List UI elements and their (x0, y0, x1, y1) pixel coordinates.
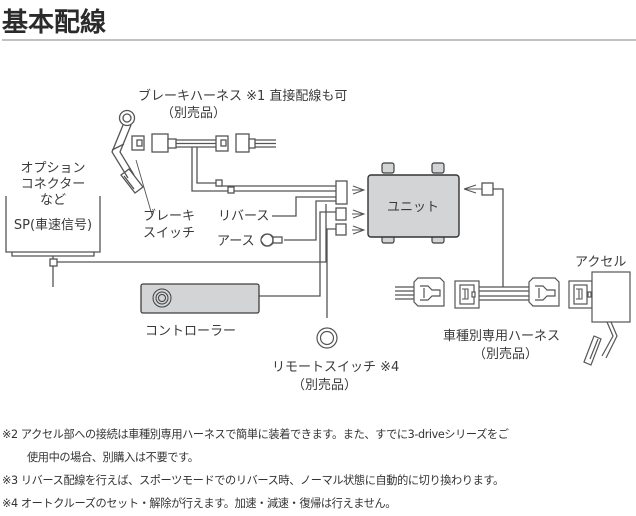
brake-harness-icon (151, 133, 276, 153)
title-divider (2, 39, 636, 41)
footnote-mark: ※3 (2, 474, 18, 487)
brake-harness-label: ブレーキハーネス ※1 直接配線も可 (138, 88, 347, 104)
remote-switch-label: リモートスイッチ ※4 (272, 360, 399, 375)
vehicle-harness-sub-label: （別売品） (473, 346, 538, 362)
brake-switch-connector (131, 135, 145, 151)
controller-connector (335, 207, 347, 221)
option-connector-label-1: オプション (20, 161, 85, 176)
vehicle-harness-label: 車種別専用ハーネス (443, 328, 560, 344)
page-title: 基本配線 (2, 8, 107, 38)
controller-label: コントローラー (145, 324, 236, 339)
footnote-text: オートクルーズのセット・解除が行えます。加速・減速・復帰は行えません。 (20, 497, 397, 510)
main-input-connector (335, 180, 348, 205)
footnote-2: ※2 アクセル部への接続は車種別専用ハーネスで簡単に装着できます。また、すでに3… (2, 423, 636, 446)
reverse-label: リバース (218, 209, 269, 224)
option-connector-bracket (5, 196, 101, 287)
brake-switch-label-1: ブレーキ (143, 208, 195, 224)
footnote-text: アクセル部への接続は車種別専用ハーネスで簡単に装着できます。また、すでに3-dr… (20, 428, 509, 441)
sp-speed-signal-label: SP(車速信号) (14, 218, 92, 233)
footnote-2-continued: 使用中の場合、別購入は不要です。 (2, 446, 636, 469)
unit-box: ユニット (367, 162, 460, 244)
earth-label: アース (217, 234, 255, 249)
footnotes: ※2 アクセル部への接続は車種別専用ハーネスで簡単に装着できます。また、すでに3… (2, 423, 636, 515)
remote-switch-sub-label: （別売品） (292, 377, 357, 393)
footnote-text: リバース配線を行えば、スポーツモードでのリバース時、ノーマル状態に自動的に切り換… (20, 474, 504, 487)
option-connector-label-3: など (40, 193, 66, 208)
footnote-text: 使用中の場合、別購入は不要です。 (27, 451, 199, 464)
remote-switch-connector (335, 223, 347, 236)
footnote-4: ※4 オートクルーズのセット・解除が行えます。加速・減速・復帰は行えません。 (2, 492, 636, 515)
controller-icon (140, 283, 260, 314)
unit-label: ユニット (387, 200, 439, 215)
accelerator-pedal-icon (583, 271, 631, 366)
brake-switch-label-2: スイッチ (143, 226, 195, 241)
wiring-diagram: ユニット (5, 88, 631, 393)
footnote-3: ※3 リバース配線を行えば、スポーツモードでのリバース時、ノーマル状態に自動的に… (2, 469, 636, 492)
option-connector-label-2: コネクター (21, 177, 85, 192)
vehicle-harness-icon (395, 277, 593, 309)
brake-pedal-icon (111, 109, 153, 216)
footnote-mark: ※4 (2, 497, 18, 510)
brake-harness-sub-label: （別売品） (161, 105, 226, 121)
footnote-mark: ※2 (2, 428, 18, 441)
remote-switch-icon (316, 327, 338, 349)
accelerator-label: アクセル (575, 255, 626, 270)
earth-terminal-icon (260, 233, 283, 247)
